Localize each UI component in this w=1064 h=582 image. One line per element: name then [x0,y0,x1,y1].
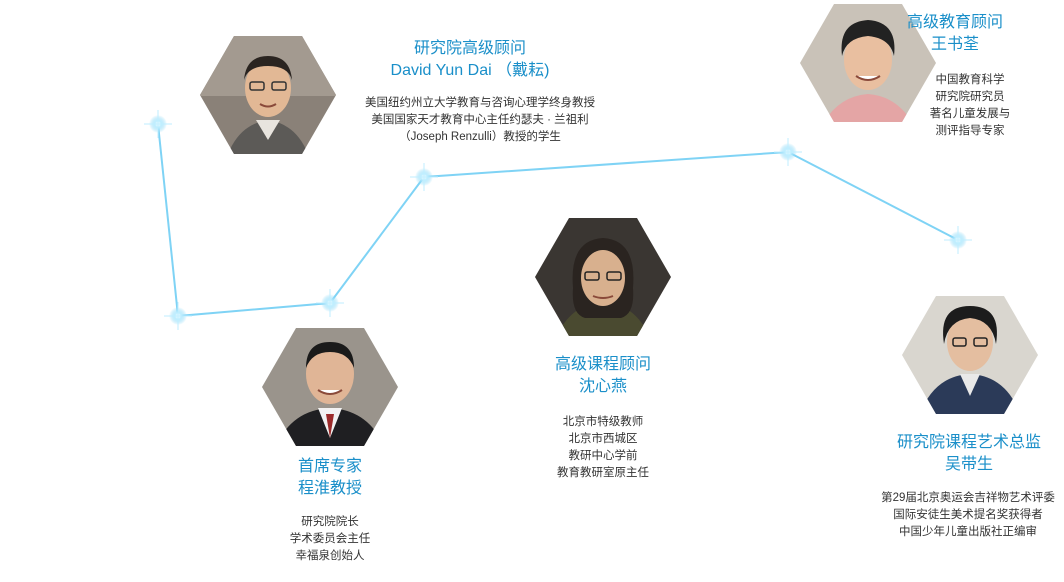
dai-description: 美国纽约州立大学教育与咨询心理学终身教授 美国国家天才教育中心主任约瑟夫 · 兰… [365,97,595,143]
dai-name: David Yun Dai （戴耘) [390,62,550,79]
cheng-description: 研究院院长 学术委员会主任 幸福泉创始人 [289,516,371,562]
shen-description: 北京市特级教师 北京市西城区 教研中心学前 教育教研室原主任 [557,416,649,479]
wu-role: 研究院课程艺术总监 [896,434,1041,451]
cheng-name: 程淮教授 [297,480,362,497]
wu-description: 第29届北京奥运会吉祥物艺术评委 国际安徒生美术提名奖获得者 中国少年儿童出版社… [881,492,1055,538]
wang-name: 王书荃 [930,36,979,53]
star-node [410,163,438,191]
wu-name: 吴带生 [944,456,993,473]
cheng-role: 首席专家 [297,458,362,475]
star-node [774,138,802,166]
connector-line [157,123,959,318]
star-node [944,226,972,254]
wang-role: 高级教育顾问 [906,14,1003,31]
shen-portrait [535,218,671,336]
wu-portrait [902,296,1038,414]
star-node [164,302,192,330]
shen-role: 高级课程顾问 [554,356,651,373]
star-node [144,110,172,138]
shen-name: 沈心燕 [578,378,627,395]
dai-role: 研究院高级顾问 [413,40,526,57]
star-node [316,289,344,317]
wang-description: 中国教育科学 研究院研究员 著名儿童发展与 测评指导专家 [929,74,1011,137]
wang-portrait [800,4,936,122]
